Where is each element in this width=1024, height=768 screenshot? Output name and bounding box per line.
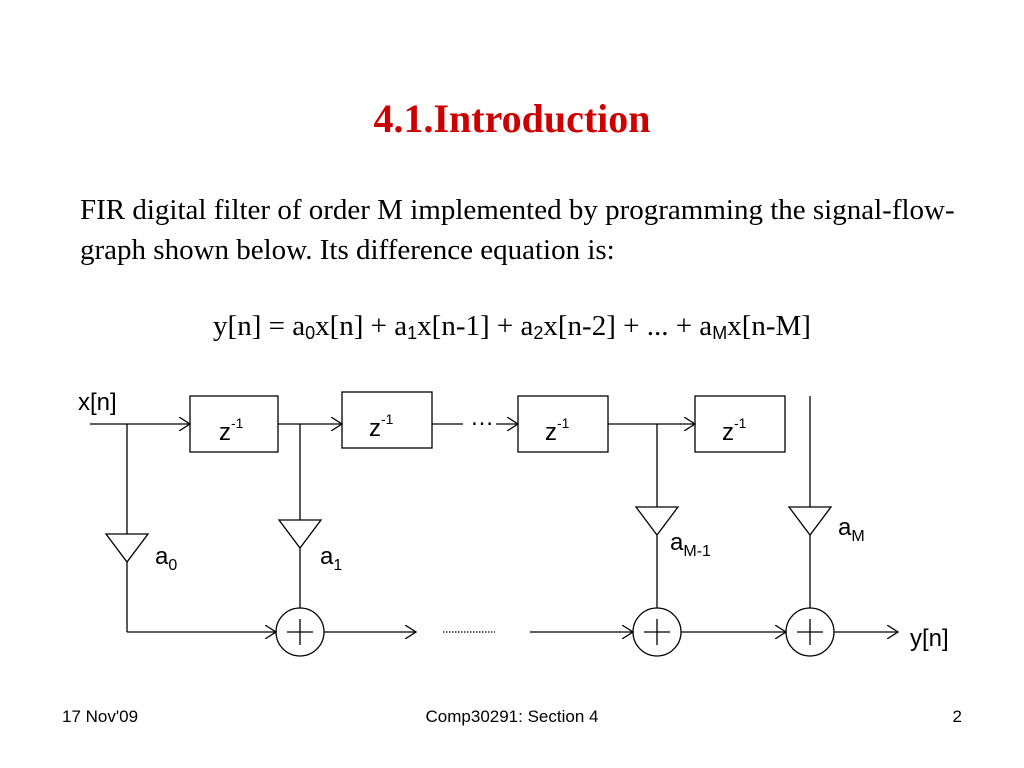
ellipsis-label: …	[470, 404, 494, 431]
gain-subscript: 1	[333, 557, 342, 574]
gain-label: aM-1	[670, 529, 711, 560]
delay-base: z	[369, 415, 381, 442]
gain-subscript: 0	[168, 557, 177, 574]
footer-course: Comp30291: Section 4	[425, 707, 599, 726]
gain-subscript: M	[851, 528, 864, 545]
delay-box	[189, 395, 279, 453]
output-label: y[n]	[910, 625, 949, 652]
delay-label: z-1	[369, 411, 394, 442]
eq-subscript: 2	[533, 323, 544, 343]
eq-part: x[n-2] + ... + a	[543, 310, 713, 342]
gain-triangle	[787, 506, 833, 537]
delay-box	[694, 395, 786, 453]
gain-label: a0	[155, 543, 177, 574]
delay-exponent: -1	[734, 415, 747, 431]
gain-base: a	[320, 543, 334, 570]
gain-base: a	[670, 529, 684, 556]
delay-box	[517, 395, 609, 453]
eq-subscript: 0	[305, 323, 316, 343]
delay-base: z	[219, 419, 231, 446]
eq-part: x[n] + a	[315, 310, 408, 342]
gain-subscript: M-1	[683, 543, 711, 560]
delay-exponent: -1	[381, 411, 394, 427]
gain-base: a	[838, 514, 852, 541]
delay-base: z	[545, 419, 557, 446]
eq-part: x[n-M]	[727, 310, 811, 342]
delay-label: z-1	[722, 415, 747, 446]
difference-equation: y[n] = a0x[n] + a1x[n-1] + a2x[n-2] + ..…	[0, 310, 1024, 344]
footer-date: 17 Nov'09	[62, 707, 139, 726]
delay-exponent: -1	[557, 415, 570, 431]
input-label: x[n]	[78, 389, 117, 416]
slide-title: 4.1.Introduction	[373, 96, 651, 141]
gain-triangle	[634, 506, 680, 537]
delay-label: z-1	[219, 415, 244, 446]
gain-triangle	[104, 533, 150, 564]
eq-subscript: M	[712, 323, 728, 343]
delay-exponent: -1	[231, 415, 244, 431]
intro-text: FIR digital filter of order M implemente…	[80, 194, 955, 266]
eq-part: x[n-1] + a	[417, 310, 534, 342]
signal-flow-graph: x[n] … y[n] z-1 z-1 z-1 z-1 a0 a1 aM-1 a…	[78, 389, 949, 657]
eq-part: y[n] = a	[213, 310, 306, 342]
gain-base: a	[155, 543, 169, 570]
delay-label: z-1	[545, 415, 570, 446]
footer-page-number: 2	[952, 707, 962, 726]
gain-triangle	[277, 519, 323, 550]
delay-base: z	[722, 419, 734, 446]
eq-subscript: 1	[407, 323, 418, 343]
gain-label: a1	[320, 543, 342, 574]
gain-label: aM	[838, 514, 865, 545]
delay-box	[341, 391, 433, 449]
